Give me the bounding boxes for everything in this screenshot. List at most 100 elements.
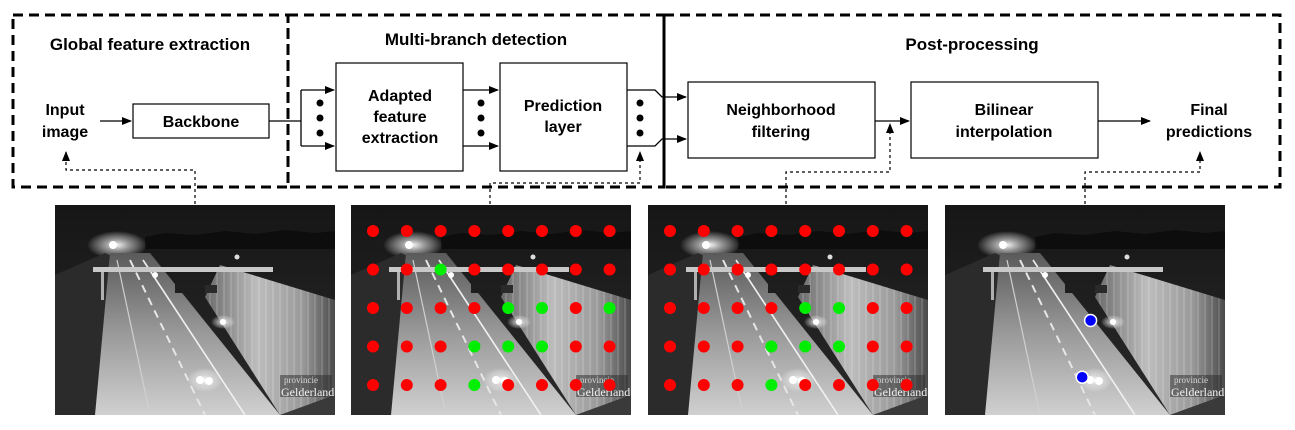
negative-dot bbox=[401, 225, 413, 237]
negative-dot bbox=[367, 379, 379, 391]
negative-dot bbox=[536, 264, 548, 276]
negative-dot bbox=[867, 379, 879, 391]
negative-dot bbox=[799, 379, 811, 391]
negative-dot bbox=[570, 264, 582, 276]
negative-dot bbox=[367, 264, 379, 276]
prediction-layer-box bbox=[500, 63, 627, 171]
negative-dot bbox=[502, 379, 514, 391]
negative-dot bbox=[401, 302, 413, 314]
positive-dot bbox=[536, 302, 548, 314]
final-prediction-dot bbox=[1076, 371, 1088, 383]
positive-dot bbox=[604, 302, 616, 314]
negative-dot bbox=[664, 379, 676, 391]
watermark-line2: Gelderland bbox=[281, 385, 334, 399]
negative-dot bbox=[604, 379, 616, 391]
negative-dot bbox=[833, 379, 845, 391]
negative-dot bbox=[901, 264, 913, 276]
negative-dot bbox=[698, 302, 710, 314]
negative-dot bbox=[732, 341, 744, 353]
negative-dot bbox=[901, 302, 913, 314]
neighborhood-label-line2: filtering bbox=[752, 124, 811, 141]
negative-dot bbox=[435, 302, 447, 314]
adapted-label-line1: Adapted bbox=[368, 88, 432, 105]
negative-dot bbox=[732, 264, 744, 276]
negative-dot bbox=[401, 341, 413, 353]
positive-dot bbox=[536, 341, 548, 353]
negative-dot bbox=[765, 264, 777, 276]
bilinear-interpolation-box bbox=[911, 82, 1098, 158]
negative-dot bbox=[468, 225, 480, 237]
filtered-scene-image: provincie Gelderland bbox=[648, 205, 928, 415]
section-title-post: Post-processing bbox=[905, 35, 1038, 54]
section-title-multi: Multi-branch detection bbox=[385, 30, 567, 49]
negative-dot bbox=[604, 225, 616, 237]
adapted-label-line3: extraction bbox=[362, 130, 438, 147]
final-predictions-line2: predictions bbox=[1166, 124, 1252, 141]
watermark-line2: Gelderland bbox=[577, 385, 630, 399]
positive-dot bbox=[799, 302, 811, 314]
positive-dot bbox=[765, 379, 777, 391]
neighborhood-label-line1: Neighborhood bbox=[726, 102, 835, 119]
negative-dot bbox=[664, 341, 676, 353]
negative-dot bbox=[536, 379, 548, 391]
final-scene-image: provincie Gelderland bbox=[945, 205, 1225, 415]
bilinear-label-line1: Bilinear bbox=[975, 102, 1034, 119]
negative-dot bbox=[901, 225, 913, 237]
arrow-prediction-neighborhood-bottom bbox=[627, 139, 686, 146]
negative-dot bbox=[867, 225, 879, 237]
adapted-label-line2: feature bbox=[373, 109, 426, 126]
negative-dot bbox=[435, 225, 447, 237]
negative-dot bbox=[570, 225, 582, 237]
prediction-label-line1: Prediction bbox=[524, 98, 602, 115]
negative-dot bbox=[570, 379, 582, 391]
negative-dot bbox=[502, 264, 514, 276]
negative-dot bbox=[664, 225, 676, 237]
negative-dot bbox=[664, 264, 676, 276]
neighborhood-filtering-box bbox=[688, 82, 875, 158]
positive-dot bbox=[502, 302, 514, 314]
negative-dot bbox=[401, 264, 413, 276]
positive-dot bbox=[435, 264, 447, 276]
negative-dot bbox=[570, 341, 582, 353]
negative-dot bbox=[698, 379, 710, 391]
negative-dot bbox=[867, 302, 879, 314]
positive-dot bbox=[502, 341, 514, 353]
negative-dot bbox=[901, 379, 913, 391]
negative-dot bbox=[698, 225, 710, 237]
watermark-line2: Gelderland bbox=[1171, 385, 1224, 399]
negative-dot bbox=[867, 264, 879, 276]
negative-dot bbox=[367, 341, 379, 353]
watermark-line1: provincie bbox=[284, 375, 318, 385]
negative-dot bbox=[367, 225, 379, 237]
final-predictions-line1: Final bbox=[1190, 102, 1227, 119]
input-scene-image: provincie Gelderland bbox=[55, 205, 335, 415]
negative-dot bbox=[468, 264, 480, 276]
detection-scene-image: provincie Gelderland bbox=[351, 205, 631, 415]
dotted-link-final bbox=[1085, 152, 1200, 204]
negative-dot bbox=[799, 225, 811, 237]
positive-dot bbox=[833, 341, 845, 353]
negative-dot bbox=[732, 302, 744, 314]
arrow-prediction-neighborhood-top bbox=[627, 90, 686, 97]
prediction-label-line2: layer bbox=[544, 119, 581, 136]
negative-dot bbox=[833, 264, 845, 276]
negative-dot bbox=[732, 225, 744, 237]
negative-dot bbox=[732, 379, 744, 391]
backbone-label: Backbone bbox=[163, 114, 240, 131]
negative-dot bbox=[901, 341, 913, 353]
negative-dot bbox=[468, 302, 480, 314]
section-title-global: Global feature extraction bbox=[50, 35, 250, 54]
negative-dot bbox=[698, 264, 710, 276]
positive-dot bbox=[468, 341, 480, 353]
negative-dot bbox=[698, 341, 710, 353]
negative-dot bbox=[765, 225, 777, 237]
negative-dot bbox=[604, 341, 616, 353]
negative-dot bbox=[604, 264, 616, 276]
negative-dot bbox=[401, 379, 413, 391]
positive-dot bbox=[765, 341, 777, 353]
negative-dot bbox=[765, 302, 777, 314]
negative-dot bbox=[833, 225, 845, 237]
bilinear-label-line2: interpolation bbox=[956, 124, 1053, 141]
